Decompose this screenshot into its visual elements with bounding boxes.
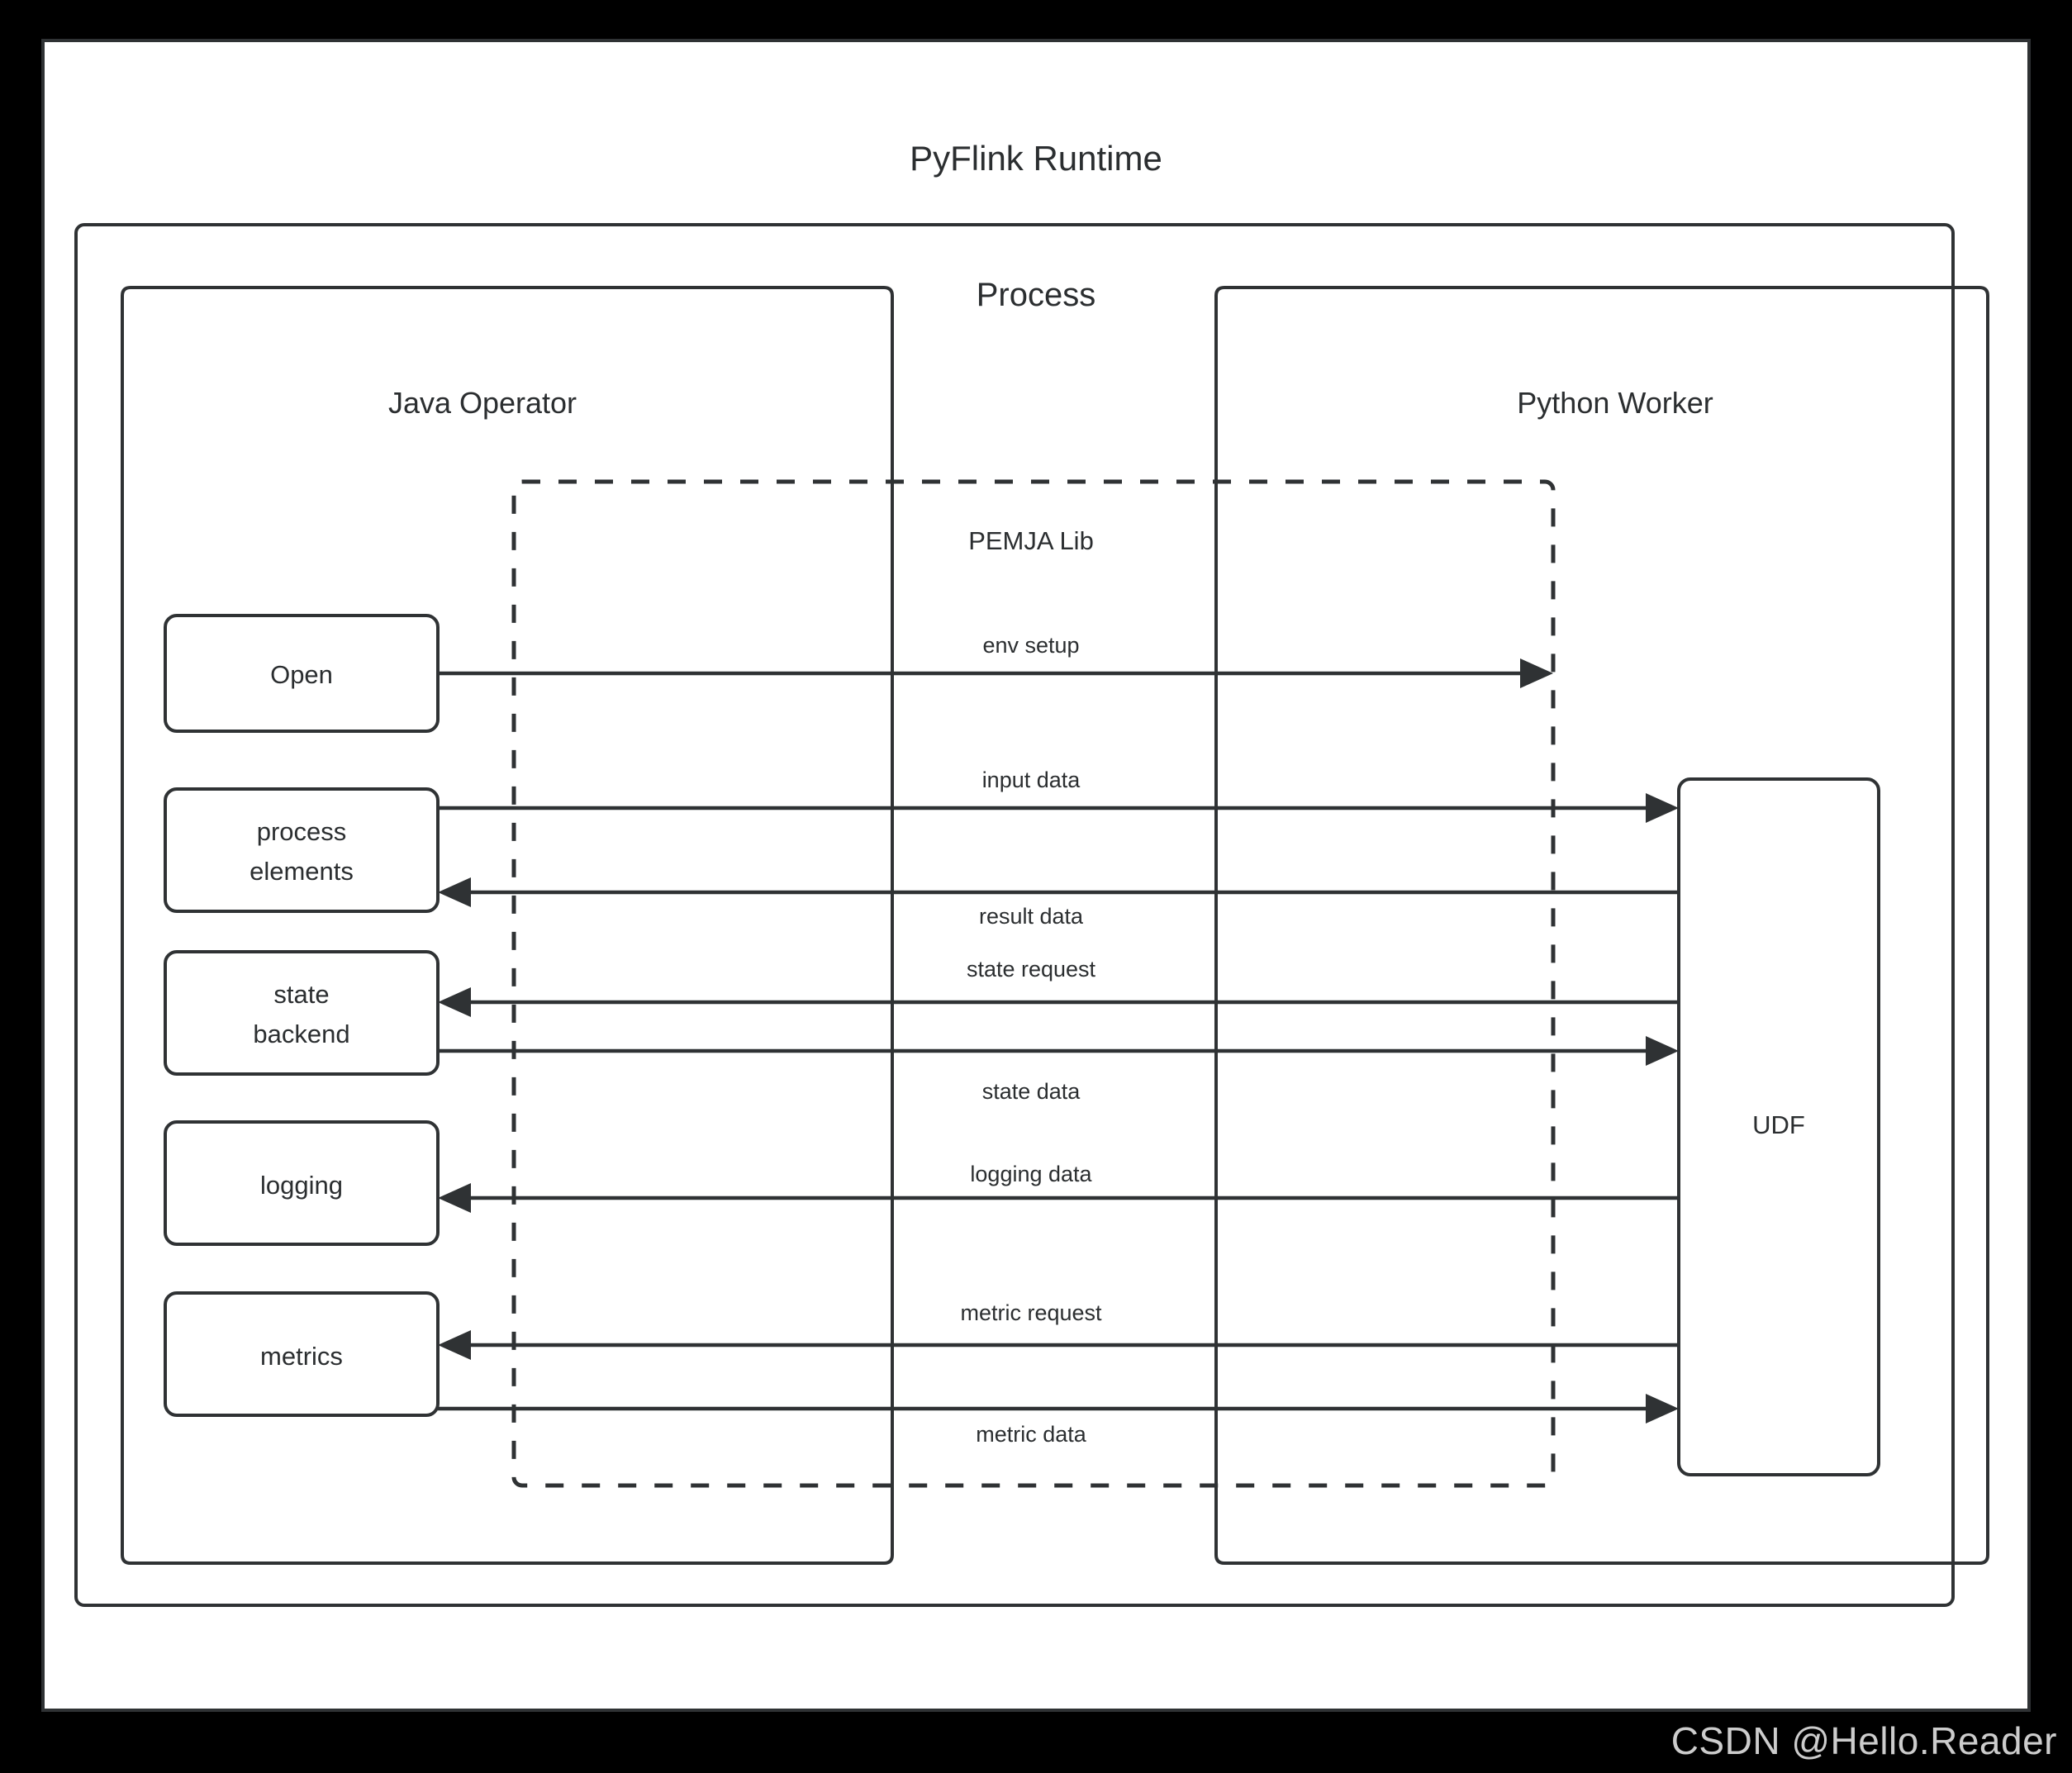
flow-input-data-label: input data xyxy=(982,768,1081,792)
node-process-elements-label-line1: process xyxy=(257,817,347,846)
process-label: Process xyxy=(977,277,1096,313)
node-logging[interactable] xyxy=(164,1120,440,1246)
pemja-lib-label: PEMJA Lib xyxy=(968,526,1094,555)
python-worker-label: Python Worker xyxy=(1517,386,1713,420)
diagram-canvas xyxy=(41,39,2031,1712)
node-process-elements[interactable] xyxy=(164,787,440,913)
flow-state-data-label: state data xyxy=(982,1079,1081,1104)
flow-env-setup: env setup xyxy=(438,633,1553,688)
node-state-backend-label-line2: backend xyxy=(253,1020,349,1048)
process-container xyxy=(74,223,1955,1607)
pemja-lib-container xyxy=(511,479,1556,1488)
node-udf[interactable] xyxy=(1677,777,1880,1476)
node-metrics[interactable] xyxy=(164,1291,440,1417)
flow-metric-data: metric data xyxy=(438,1394,1679,1447)
flow-state-request-label: state request xyxy=(967,957,1096,982)
node-process-elements-label-line2: elements xyxy=(249,857,354,886)
flow-metric-request-label: metric request xyxy=(960,1300,1102,1325)
csdn-watermark: CSDN @Hello.Reader xyxy=(1670,1719,2057,1762)
python-worker-container xyxy=(1214,286,1989,1565)
node-state-backend[interactable] xyxy=(164,950,440,1076)
node-logging-label: logging xyxy=(260,1171,343,1200)
flow-metric-request: metric request xyxy=(438,1300,1679,1360)
flow-state-data: state data xyxy=(438,1036,1679,1104)
node-metrics-label: metrics xyxy=(260,1342,343,1371)
flow-input-data: input data xyxy=(438,768,1679,823)
flow-result-data-label: result data xyxy=(979,904,1084,929)
flow-state-request: state request xyxy=(438,957,1679,1017)
flow-logging-data-label: logging data xyxy=(970,1162,1092,1186)
java-operator-container xyxy=(121,286,894,1565)
flow-logging-data: logging data xyxy=(438,1162,1679,1213)
node-udf-label: UDF xyxy=(1752,1110,1805,1139)
java-operator-label: Java Operator xyxy=(388,386,577,420)
flow-result-data: result data xyxy=(438,877,1679,929)
flow-metric-data-label: metric data xyxy=(976,1422,1087,1447)
node-state-backend-label-line1: state xyxy=(273,980,329,1009)
flow-env-setup-label: env setup xyxy=(982,633,1079,658)
page-title: PyFlink Runtime xyxy=(910,139,1162,178)
node-open-label: Open xyxy=(270,660,333,689)
